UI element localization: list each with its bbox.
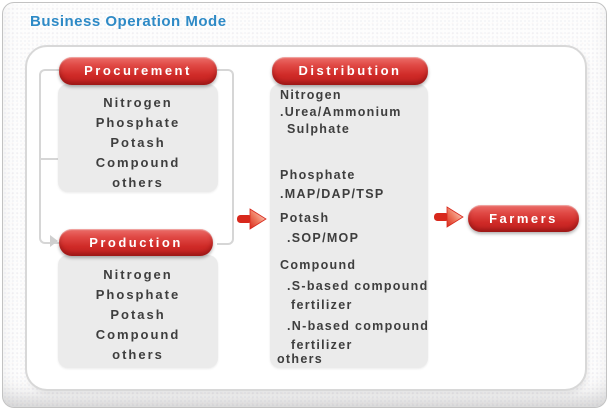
- list-item: .SOP/MOP: [287, 231, 360, 245]
- flow-arrow-icon: [434, 206, 464, 228]
- list-item: Phosphate: [95, 287, 181, 302]
- farmers-node-label: Farmers: [489, 211, 558, 226]
- list-item: .S-based compound: [287, 279, 429, 293]
- procurement-node: Procurement: [59, 57, 217, 85]
- distribution-node-label: Distribution: [298, 63, 402, 78]
- list-item: .N-based compound: [287, 319, 430, 333]
- list-item: fertilizer: [291, 338, 353, 352]
- connector-bracket-right: [217, 69, 234, 245]
- list-item: others: [112, 175, 164, 190]
- list-item: Nitrogen: [103, 267, 173, 282]
- production-list: Nitrogen Phosphate Potash Compound other…: [58, 255, 218, 368]
- connector-bracket-left: [39, 69, 60, 244]
- connector-arrowhead-icon: [50, 235, 58, 247]
- page-title: Business Operation Mode: [30, 13, 227, 30]
- distribution-list: Nitrogen .Urea/Ammonium Sulphate Phospha…: [270, 84, 428, 368]
- list-item: Compound: [95, 155, 181, 170]
- procurement-list: Nitrogen Phosphate Potash Compound other…: [58, 84, 218, 192]
- flow-arrow-icon: [237, 208, 267, 230]
- list-item: Sulphate: [287, 122, 351, 136]
- list-item: Nitrogen: [103, 95, 173, 110]
- list-item: Compound: [280, 258, 357, 272]
- procurement-node-label: Procurement: [84, 63, 192, 78]
- list-item: Potash: [110, 307, 166, 322]
- list-item: Potash: [280, 211, 330, 225]
- connector-stub-mid: [40, 158, 58, 160]
- list-item: Nitrogen: [280, 88, 342, 102]
- list-item: Phosphate: [95, 115, 181, 130]
- production-node-label: Production: [89, 235, 183, 250]
- list-item: .Urea/Ammonium: [280, 105, 402, 119]
- list-item: others: [112, 347, 164, 362]
- list-item: .MAP/DAP/TSP: [280, 187, 385, 201]
- distribution-node: Distribution: [272, 57, 428, 85]
- list-item: Compound: [95, 327, 181, 342]
- list-item: Phosphate: [280, 168, 356, 182]
- list-item: others: [277, 352, 324, 366]
- production-node: Production: [59, 229, 213, 256]
- list-item: fertilizer: [291, 298, 353, 312]
- list-item: Potash: [110, 135, 166, 150]
- farmers-node: Farmers: [468, 205, 579, 232]
